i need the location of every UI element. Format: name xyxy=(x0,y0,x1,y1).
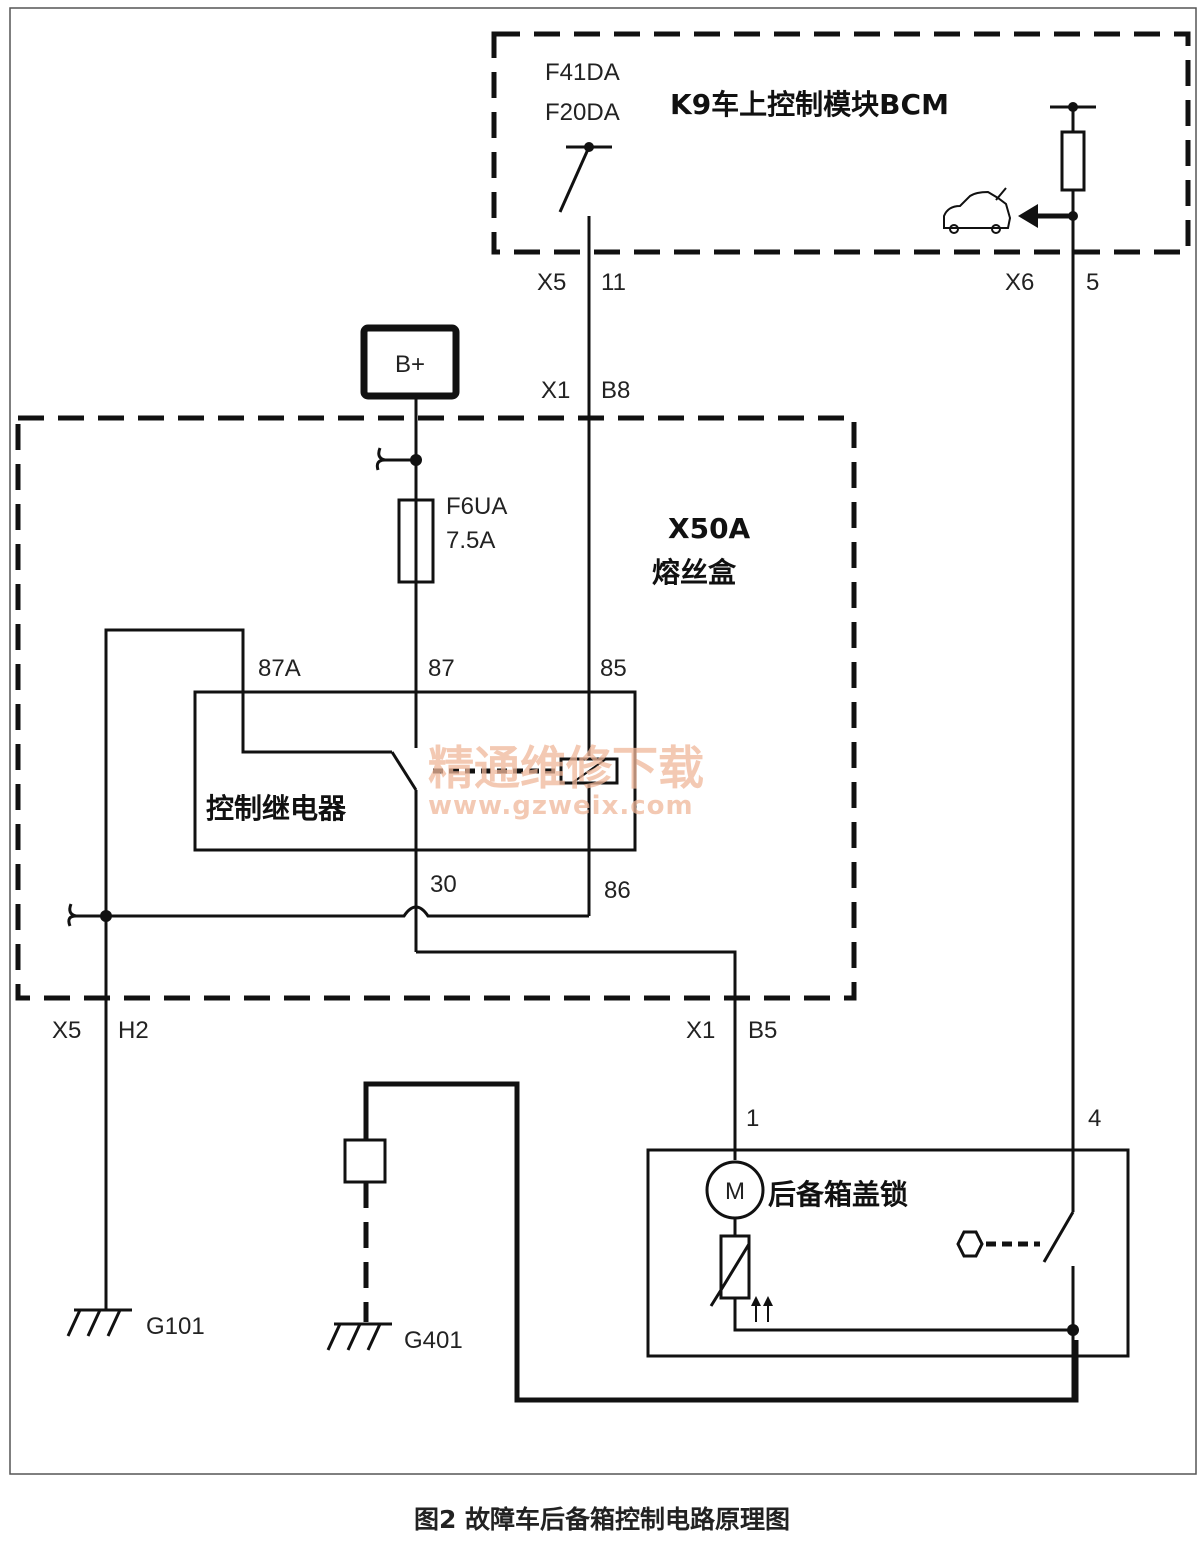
figure-caption: 图2 故障车后备箱控制电路原理图 xyxy=(414,1505,790,1534)
ptc-arrows-icon xyxy=(751,1296,773,1322)
fusebox-conn-x1-bottom: X1 xyxy=(686,1017,715,1044)
bcm-fuse-b-label: F20DA xyxy=(545,99,620,126)
bcm-switch xyxy=(558,142,612,213)
ground-g101-label: G101 xyxy=(146,1313,205,1340)
relay-switch-blade xyxy=(390,751,418,791)
fusebox-conn-x1-top: X1 xyxy=(541,377,570,404)
watermark-line1: 精通维修下载 xyxy=(428,741,704,795)
power-label: B+ xyxy=(395,351,425,378)
power-b-plus-box xyxy=(360,324,460,400)
fusebox-subtitle: 熔丝盒 xyxy=(652,556,737,589)
bcm-pullup-resistor xyxy=(1050,102,1096,221)
fusebox-pin-h2: H2 xyxy=(118,1017,149,1044)
fusebox-branch-tick-top xyxy=(375,447,422,471)
wire-30-to-lock1 xyxy=(416,950,737,1160)
fuse-rating: 7.5A xyxy=(446,527,495,554)
ground-g401-icon xyxy=(326,1322,392,1351)
outer-frame xyxy=(9,7,1197,1475)
relay-pin-86: 86 xyxy=(604,877,631,904)
fuse-name: F6UA xyxy=(446,493,507,520)
relay-coil-slash xyxy=(571,758,607,784)
g401-connector xyxy=(343,1138,387,1184)
bcm-pin-5: 5 xyxy=(1086,269,1099,296)
bcm-title: K9车上控制模块BCM xyxy=(670,88,949,121)
ground-g401-label: G401 xyxy=(404,1327,463,1354)
fusebox-pin-b8: B8 xyxy=(601,377,630,404)
fusebox-title: X50A xyxy=(668,512,751,545)
fusebox-pin-b5: B5 xyxy=(748,1017,777,1044)
lock-switch-blade xyxy=(1042,1211,1075,1263)
ground-g101-icon xyxy=(66,1308,132,1337)
bcm-trunk-input-arrow xyxy=(1018,204,1073,228)
motor-label: M xyxy=(725,1178,745,1205)
trunk-lock-box xyxy=(646,1148,1130,1358)
bcm-conn-x6: X6 xyxy=(1005,269,1034,296)
fusebox-branch-tick-left xyxy=(67,903,112,927)
relay-label: 控制继电器 xyxy=(206,792,347,825)
relay-pin-87: 87 xyxy=(428,655,455,682)
relay-pin-85: 85 xyxy=(600,655,627,682)
wire-lock-g401 xyxy=(363,1081,1079,1403)
lock-junction-dot xyxy=(1067,1324,1079,1336)
ptc-slash xyxy=(709,1243,751,1307)
car-trunk-icon xyxy=(943,187,1012,234)
watermark-line2: www.gzweix.com xyxy=(428,791,694,821)
wire-86-to-ground xyxy=(106,905,589,918)
wire-87a xyxy=(104,628,392,1212)
lock-cam-icon xyxy=(956,1230,984,1258)
relay-pin-30: 30 xyxy=(430,871,457,898)
bcm-fuse-a-label: F41DA xyxy=(545,59,620,86)
bcm-module-box xyxy=(491,31,1191,255)
relay-pin-87a: 87A xyxy=(258,655,301,682)
bcm-pin-11: 11 xyxy=(601,269,626,296)
bcm-conn-x5: X5 xyxy=(537,269,566,296)
lock-pin-1: 1 xyxy=(746,1105,759,1132)
fusebox-box xyxy=(15,415,857,1001)
fusebox-conn-x5: X5 xyxy=(52,1017,81,1044)
trunk-lock-label: 后备箱盖锁 xyxy=(768,1178,908,1211)
wire-ptc-common xyxy=(733,1298,1073,1332)
lock-pin-4: 4 xyxy=(1088,1105,1101,1132)
